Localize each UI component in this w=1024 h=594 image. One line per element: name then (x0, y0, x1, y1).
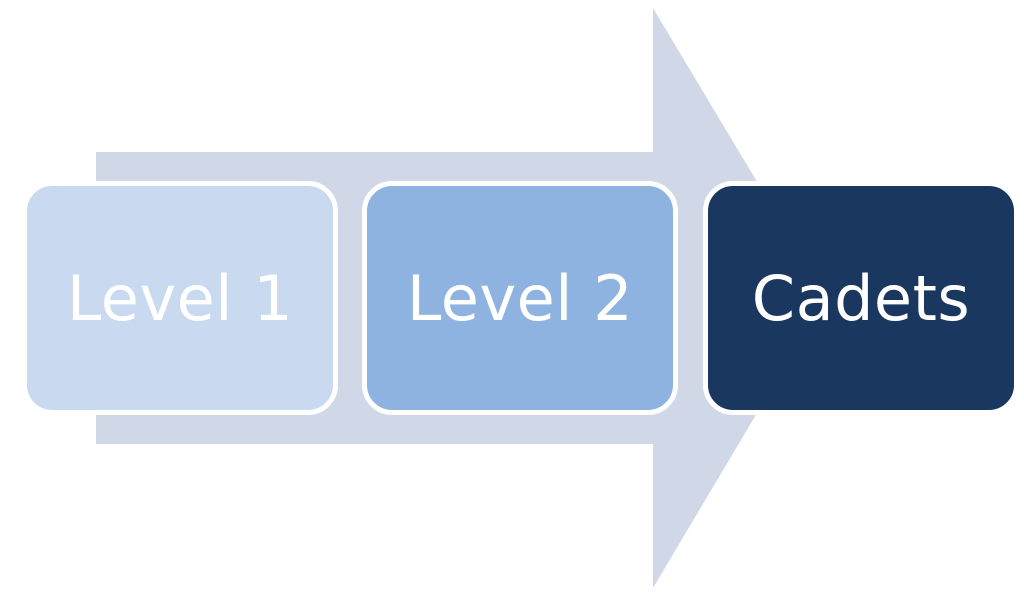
stage-box-level-2: Level 2 (362, 181, 678, 415)
stage-box-cadets: Cadets (703, 181, 1019, 415)
stage-label-level-2: Level 2 (406, 261, 634, 335)
stage-label-cadets: Cadets (751, 261, 971, 335)
stage-box-level-1: Level 1 (22, 181, 338, 415)
stage-label-level-1: Level 1 (66, 261, 294, 335)
